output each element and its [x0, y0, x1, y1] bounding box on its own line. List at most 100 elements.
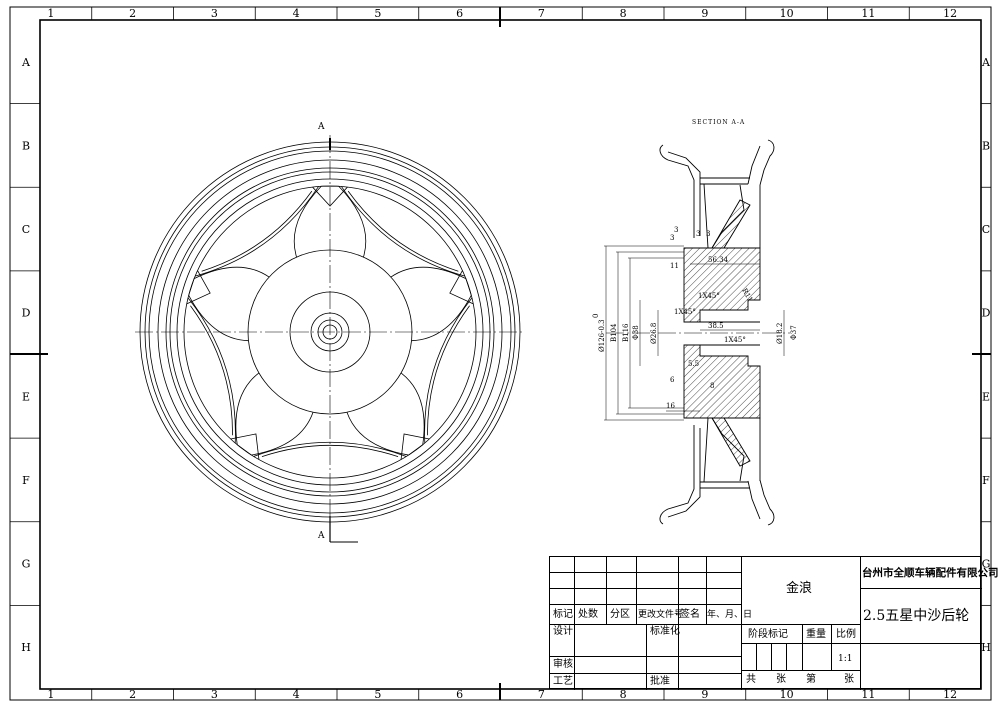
scale-label: 比例 — [836, 629, 856, 640]
zone-column-label: 4 — [293, 688, 300, 701]
zone-row-label: D — [22, 307, 31, 320]
dim-outer: Ø126-0.3 — [598, 319, 606, 352]
zone-column-label: 2 — [129, 7, 136, 20]
dim-3a: 3 — [674, 226, 678, 234]
zone-column-label: 7 — [538, 7, 545, 20]
zone-row-label: G — [982, 558, 991, 571]
zone-column-label: 3 — [211, 688, 218, 701]
left-flange-top — [659, 144, 695, 238]
zone-column-label: 11 — [861, 7, 875, 20]
dim-385: 38.5 — [708, 322, 724, 330]
header-count: 处数 — [578, 609, 598, 620]
zone-row-label: H — [981, 641, 991, 654]
header-zone: 分区 — [610, 609, 630, 620]
zone-row-label: C — [22, 223, 30, 236]
dim-6: 6 — [670, 376, 675, 384]
process-label: 工艺 — [553, 676, 573, 687]
zone-row-label: C — [982, 223, 990, 236]
dim-38: Φ38 — [632, 325, 640, 340]
zone-column-label: 6 — [456, 7, 463, 20]
left-flange-bottom-inner — [667, 428, 701, 518]
spoke-rib — [312, 186, 348, 207]
dim-16: 16 — [666, 402, 675, 410]
hub-boss — [310, 312, 350, 352]
product-name: 2.5五星中沙后轮 — [863, 608, 970, 624]
dim-11: 11 — [670, 262, 679, 270]
spoke-outline — [293, 185, 367, 258]
dim-b104: B104 — [610, 323, 618, 342]
zone-column-label: 2 — [129, 688, 136, 701]
hub-rib-lower — [711, 417, 751, 467]
dim-chamfer1: 1X45° — [698, 292, 720, 300]
header-mark: 标记 — [553, 609, 573, 620]
zone-row-label: B — [22, 139, 30, 152]
spoke-rib — [186, 270, 211, 305]
header-doc-no: 更改文件号 — [638, 610, 684, 620]
weight-label: 重量 — [806, 629, 826, 640]
zone-row-label: F — [22, 474, 30, 487]
zone-row-label: A — [21, 56, 31, 69]
dim-right-18: Ø18.2 — [776, 323, 784, 344]
section-mark-top: A — [317, 122, 325, 132]
dim-right-37: Φ37 — [790, 325, 798, 340]
dim-8: 8 — [710, 382, 714, 390]
total-label: 共 — [746, 674, 756, 685]
dim-3c: 3 — [696, 230, 700, 238]
zone-row-label: F — [982, 474, 990, 487]
spoke-outline — [390, 266, 472, 342]
spoke-window-arc-inner — [427, 305, 470, 436]
spoke-window-arc — [424, 297, 473, 444]
spoke-window-arc — [341, 186, 466, 277]
standardize-label: 标准化 — [650, 626, 680, 637]
rim-outer-3 — [148, 150, 512, 514]
zone-column-label: 10 — [780, 688, 794, 701]
zone-column-label: 11 — [861, 688, 875, 701]
dim-26: Ø26.8 — [650, 323, 658, 344]
right-flange-bottom — [759, 479, 775, 526]
hub-bore-outer — [317, 319, 343, 345]
front-view — [135, 135, 525, 543]
sheet-no-label: 第 — [806, 674, 816, 685]
check-label: 审核 — [553, 659, 573, 670]
zone-column-label: 8 — [620, 7, 627, 20]
star-spokes — [186, 185, 474, 460]
zone-column-label: 1 — [47, 7, 54, 20]
zone-column-label: 7 — [538, 688, 545, 701]
spoke-window-arc — [253, 441, 407, 457]
right-flange-top — [759, 139, 775, 186]
zone-row-label: A — [981, 56, 991, 69]
spoke-window-arc-inner — [201, 190, 313, 272]
sheets2-label: 张 — [844, 674, 854, 685]
spoke-window-arc-inner — [261, 444, 399, 457]
header-sign: 签名 — [680, 609, 700, 620]
hub-bore — [322, 324, 338, 340]
header-date: 年、月、日 — [707, 610, 753, 620]
spoke-rib — [449, 270, 474, 305]
company-name: 台州市全顺车辆配件有限公司 — [862, 567, 999, 579]
zone-column-label: 5 — [374, 7, 381, 20]
zone-row-label: D — [982, 307, 991, 320]
section-mark-bottom: A — [317, 531, 325, 541]
section-dimensions: Ø126-0.3 0 B104 B116 Φ38 Ø26.8 Ø18.2 Φ37… — [592, 226, 798, 410]
rim-inner-3 — [176, 178, 484, 486]
spoke-window-arc — [194, 186, 319, 277]
zone-column-label: 10 — [780, 7, 794, 20]
spoke-window-arc-inner — [190, 305, 233, 436]
zone-row-label: G — [22, 558, 31, 571]
zone-column-label: 12 — [943, 7, 957, 20]
zone-column-label: 3 — [211, 7, 218, 20]
zone-column-label: 5 — [374, 688, 381, 701]
rim-inner-2 — [169, 171, 491, 493]
spoke-window-arc — [187, 297, 236, 444]
zone-row-label: H — [21, 641, 31, 654]
dim-b116: B116 — [622, 323, 630, 342]
dim-zero: 0 — [592, 314, 600, 318]
zone-column-label: 4 — [293, 7, 300, 20]
zone-row-label: B — [982, 139, 990, 152]
dim-chamfer2: 1X45° — [674, 308, 696, 316]
title-block: 标记 处数 分区 更改文件号 签名 年、月、日 设计 标准化 审核 工艺 批准 … — [549, 556, 999, 690]
spoke-outline — [346, 372, 425, 456]
spoke-rib — [400, 433, 430, 460]
dim-55: 5.5 — [688, 360, 699, 368]
